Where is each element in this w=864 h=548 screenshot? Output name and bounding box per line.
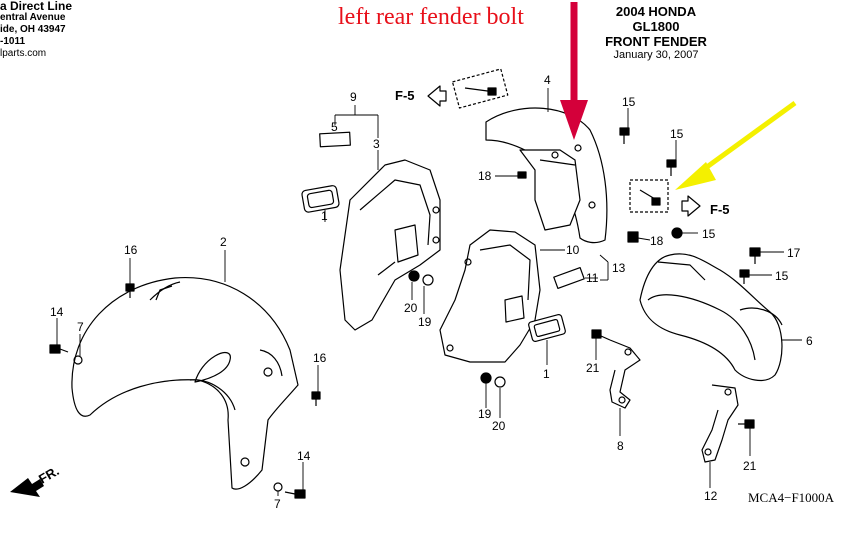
leader-lines bbox=[56, 88, 802, 496]
dealer-address: entral Avenue bbox=[0, 12, 66, 23]
part-label-14a: 14 bbox=[50, 305, 64, 319]
part-label-21b: 21 bbox=[743, 459, 757, 473]
ref-f5-top: F-5 bbox=[395, 88, 415, 103]
dealer-city: ide, OH 43947 bbox=[0, 24, 66, 35]
splash-guard-part bbox=[639, 253, 783, 382]
part-label-10: 10 bbox=[566, 243, 580, 257]
part-label-13: 13 bbox=[612, 261, 626, 275]
title-section: FRONT FENDER bbox=[605, 34, 707, 49]
part-label-15c: 15 bbox=[702, 227, 716, 241]
clip-18-right bbox=[627, 231, 639, 243]
clip-part-1a bbox=[301, 185, 340, 213]
bolt-15-right bbox=[739, 269, 750, 284]
part-label-5: 5 bbox=[331, 120, 338, 134]
bolt-14b bbox=[284, 489, 306, 499]
diagram-code: MCA4−F1000A bbox=[748, 490, 835, 505]
part-label-20a: 20 bbox=[404, 301, 418, 315]
bolt-15-top bbox=[619, 127, 630, 144]
part-label-16b: 16 bbox=[313, 351, 327, 365]
dealer-info: a Direct Line entral Avenue ide, OH 4394… bbox=[0, 0, 72, 60]
stay-part-8 bbox=[609, 339, 641, 409]
part-label-20b: 20 bbox=[492, 419, 506, 433]
part-label-21a: 21 bbox=[586, 361, 600, 375]
part-label-19a: 19 bbox=[418, 315, 432, 329]
bolt-21b bbox=[738, 419, 755, 429]
dealer-website: lparts.com bbox=[0, 48, 47, 59]
washer-20a bbox=[408, 270, 434, 286]
red-arrow-icon bbox=[560, 2, 588, 140]
dealer-name: a Direct Line bbox=[0, 0, 73, 13]
part-label-19b: 19 bbox=[478, 407, 492, 421]
bolt-21a bbox=[591, 329, 611, 341]
f5-arrow-left-icon bbox=[427, 85, 447, 107]
bolt-group-top bbox=[451, 68, 509, 109]
f5-arrow-right-icon bbox=[681, 195, 701, 217]
bolt-16b bbox=[311, 391, 321, 406]
part-label-1b: 1 bbox=[543, 367, 550, 381]
inner-panel-left bbox=[339, 159, 441, 331]
inner-panel-right bbox=[439, 229, 541, 363]
title-date: January 30, 2007 bbox=[613, 49, 699, 61]
stay-part-12 bbox=[701, 384, 739, 463]
part-label-9: 9 bbox=[350, 90, 357, 104]
part-label-11: 11 bbox=[586, 271, 599, 285]
bolt-18 bbox=[517, 171, 527, 179]
part-label-15b: 15 bbox=[670, 127, 684, 141]
annotation-text: left rear fender bolt bbox=[338, 4, 524, 30]
part-label-7a: 7 bbox=[77, 320, 84, 334]
title-model: GL1800 bbox=[632, 19, 680, 34]
part-label-8: 8 bbox=[617, 439, 624, 453]
title-make: 2004 HONDA bbox=[615, 4, 697, 19]
rear-fender-part bbox=[485, 107, 608, 244]
yellow-arrow-icon bbox=[675, 100, 797, 190]
part-label-18a: 18 bbox=[478, 169, 492, 183]
clip-part-1b bbox=[528, 314, 566, 342]
clip-part-5 bbox=[319, 131, 351, 148]
part-label-15a: 15 bbox=[622, 95, 636, 109]
part-label-18b: 18 bbox=[650, 234, 664, 248]
bolt-14a bbox=[49, 344, 69, 354]
dealer-phone: -1011 bbox=[0, 36, 26, 47]
part-label-3: 3 bbox=[373, 137, 380, 151]
diagram-title: 2004 HONDA GL1800 FRONT FENDER January 3… bbox=[588, 4, 724, 62]
ref-f5-right: F-5 bbox=[710, 202, 730, 217]
nut-7a bbox=[73, 355, 83, 365]
part-label-7b: 7 bbox=[274, 497, 281, 511]
part-label-2: 2 bbox=[220, 235, 227, 249]
bolt-group-f5 bbox=[629, 179, 669, 213]
part-label-1a: 1 bbox=[321, 209, 328, 223]
front-direction-icon bbox=[10, 478, 44, 497]
front-fender-part bbox=[71, 277, 299, 490]
nut-7b bbox=[273, 482, 283, 492]
nut-15-right bbox=[671, 227, 683, 239]
bolt-15-mid bbox=[666, 159, 677, 176]
part-label-17: 17 bbox=[787, 246, 801, 260]
part-label-14b: 14 bbox=[297, 449, 311, 463]
bolt-17 bbox=[749, 247, 761, 264]
part-label-6: 6 bbox=[806, 334, 813, 348]
part-label-16a: 16 bbox=[124, 243, 138, 257]
clip-part-11 bbox=[553, 266, 585, 290]
washer-19b bbox=[480, 372, 506, 388]
part-label-12: 12 bbox=[704, 489, 718, 503]
part-label-15d: 15 bbox=[775, 269, 789, 283]
part-label-4: 4 bbox=[544, 73, 551, 87]
